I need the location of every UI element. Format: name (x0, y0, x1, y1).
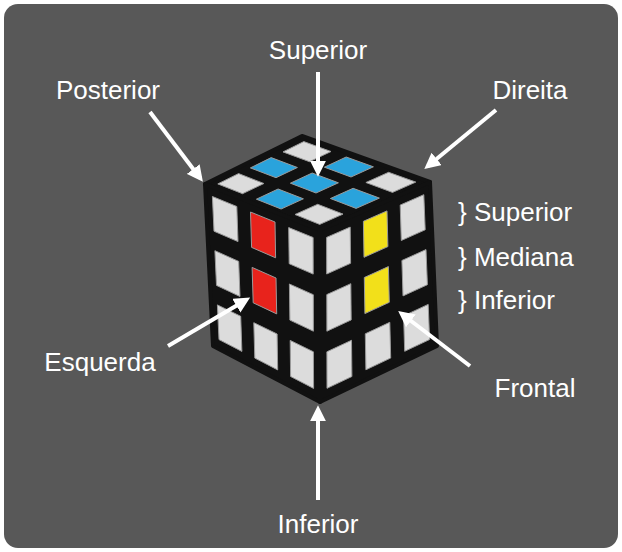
part-label: } Mediana (458, 242, 574, 272)
part-label: Esquerda (44, 347, 155, 377)
cube-sticker (404, 304, 430, 351)
cube-sticker (327, 340, 352, 388)
cube-sticker (400, 195, 425, 241)
cube-sticker (327, 227, 351, 274)
part-label: } Inferior (458, 285, 555, 315)
cube-sticker (254, 323, 278, 370)
cube-sticker (364, 267, 389, 314)
part-label: Superior (269, 35, 367, 65)
cube-sticker (283, 142, 331, 162)
leader-arrow (428, 110, 496, 166)
cube-sticker (252, 267, 277, 314)
part-label: } Superior (458, 197, 572, 227)
leader-arrow (168, 300, 246, 346)
leader-arrow (150, 112, 200, 178)
rubik-cube (205, 136, 437, 402)
part-label: Posterior (56, 75, 160, 105)
cube-sticker (215, 251, 240, 297)
leader-arrows (150, 72, 496, 500)
part-label: Inferior (278, 509, 359, 539)
cube-sticker (327, 284, 351, 332)
cube-sticker (289, 284, 313, 331)
cube-sticker (363, 211, 388, 257)
cube-face (205, 184, 320, 402)
cube-sticker (251, 212, 276, 258)
cube-sticker (250, 158, 297, 178)
cube-sticker (402, 250, 428, 296)
leader-arrow (402, 314, 470, 366)
leader-arrow (316, 72, 320, 172)
cube-sticker (290, 173, 338, 193)
cube-sticker (212, 197, 238, 242)
leader-arrow (316, 410, 320, 500)
part-label: Frontal (495, 373, 576, 403)
cube-sticker (324, 157, 373, 177)
cube-sticker (365, 322, 390, 370)
cube-sticker (290, 340, 313, 388)
part-label: Direita (492, 75, 567, 105)
background-panel (4, 4, 618, 548)
cube-sticker (289, 228, 314, 275)
cube-face (320, 182, 437, 402)
